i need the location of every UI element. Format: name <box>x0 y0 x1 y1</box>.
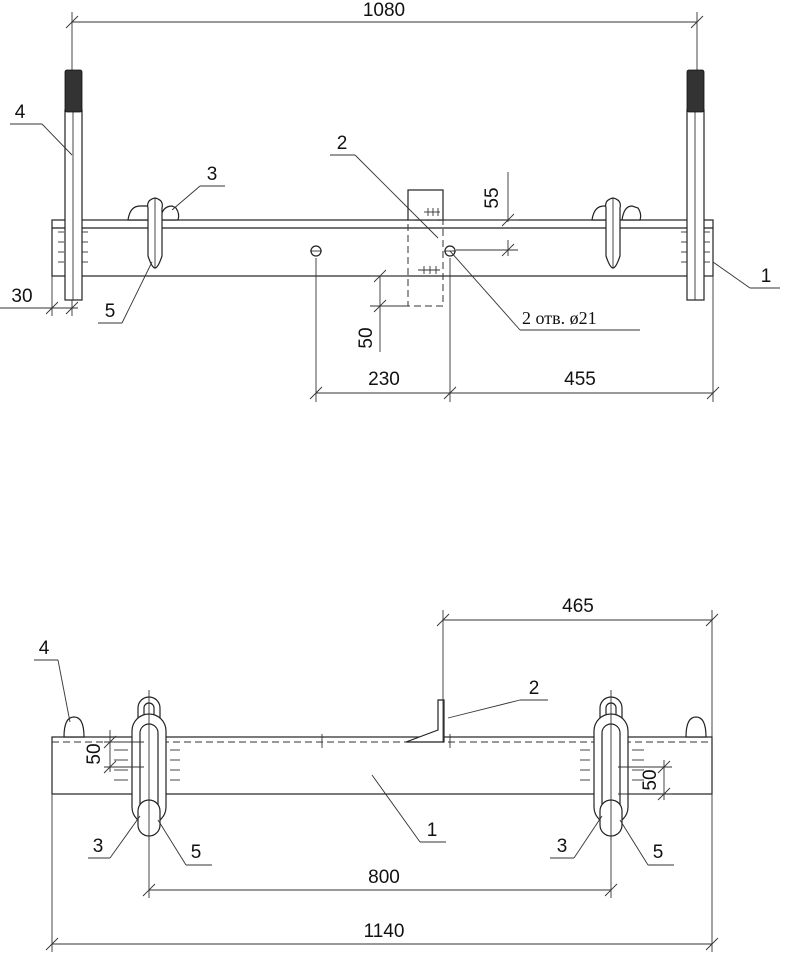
callout-3-top: 3 <box>207 164 218 185</box>
callout-5-top: 5 <box>105 301 116 322</box>
beam-bottom <box>51 736 713 795</box>
dim-50-left: 50 <box>84 743 105 764</box>
hole-note: 2 отв. ø21 <box>522 308 597 328</box>
dim-465: 465 <box>562 596 594 617</box>
right-cap <box>685 716 707 738</box>
left-shackle-2 <box>159 205 180 221</box>
left-rod-knurl <box>64 69 83 113</box>
dim-55: 55 <box>482 187 503 208</box>
callout-1-bottom: 1 <box>427 820 438 841</box>
left-chain <box>114 690 180 840</box>
callout-4-bottom: 4 <box>39 638 50 659</box>
dim-800: 800 <box>368 867 400 888</box>
callout-2-top: 2 <box>337 133 348 154</box>
right-rod <box>686 109 705 301</box>
left-cap <box>63 716 85 738</box>
callout-4-top: 4 <box>15 102 26 123</box>
callout-3-right: 3 <box>557 836 568 857</box>
left-rod <box>64 109 83 301</box>
angle-bracket <box>405 699 445 743</box>
right-rod-knurl <box>686 69 705 113</box>
center-bracket <box>407 189 444 221</box>
dim-230: 230 <box>368 369 400 390</box>
right-chain <box>580 690 644 840</box>
callout-5-left: 5 <box>191 842 202 863</box>
bottom-view: 465 2 4 50 50 1 3 5 <box>34 596 719 952</box>
dim-50-top: 50 <box>356 327 377 348</box>
dim-1080: 1080 <box>363 0 405 21</box>
center-bracket-hidden <box>407 219 444 307</box>
dim-30: 30 <box>11 286 32 307</box>
callout-3-left: 3 <box>93 836 104 857</box>
dim-455: 455 <box>564 369 596 390</box>
right-shackle-2 <box>621 205 642 221</box>
dim-50-right: 50 <box>640 769 661 790</box>
dim-1140: 1140 <box>364 921 405 942</box>
top-view: 1080 <box>0 0 780 402</box>
callout-5-right: 5 <box>653 842 664 863</box>
callout-1-top: 1 <box>761 266 772 287</box>
callout-2-bottom: 2 <box>529 678 540 699</box>
